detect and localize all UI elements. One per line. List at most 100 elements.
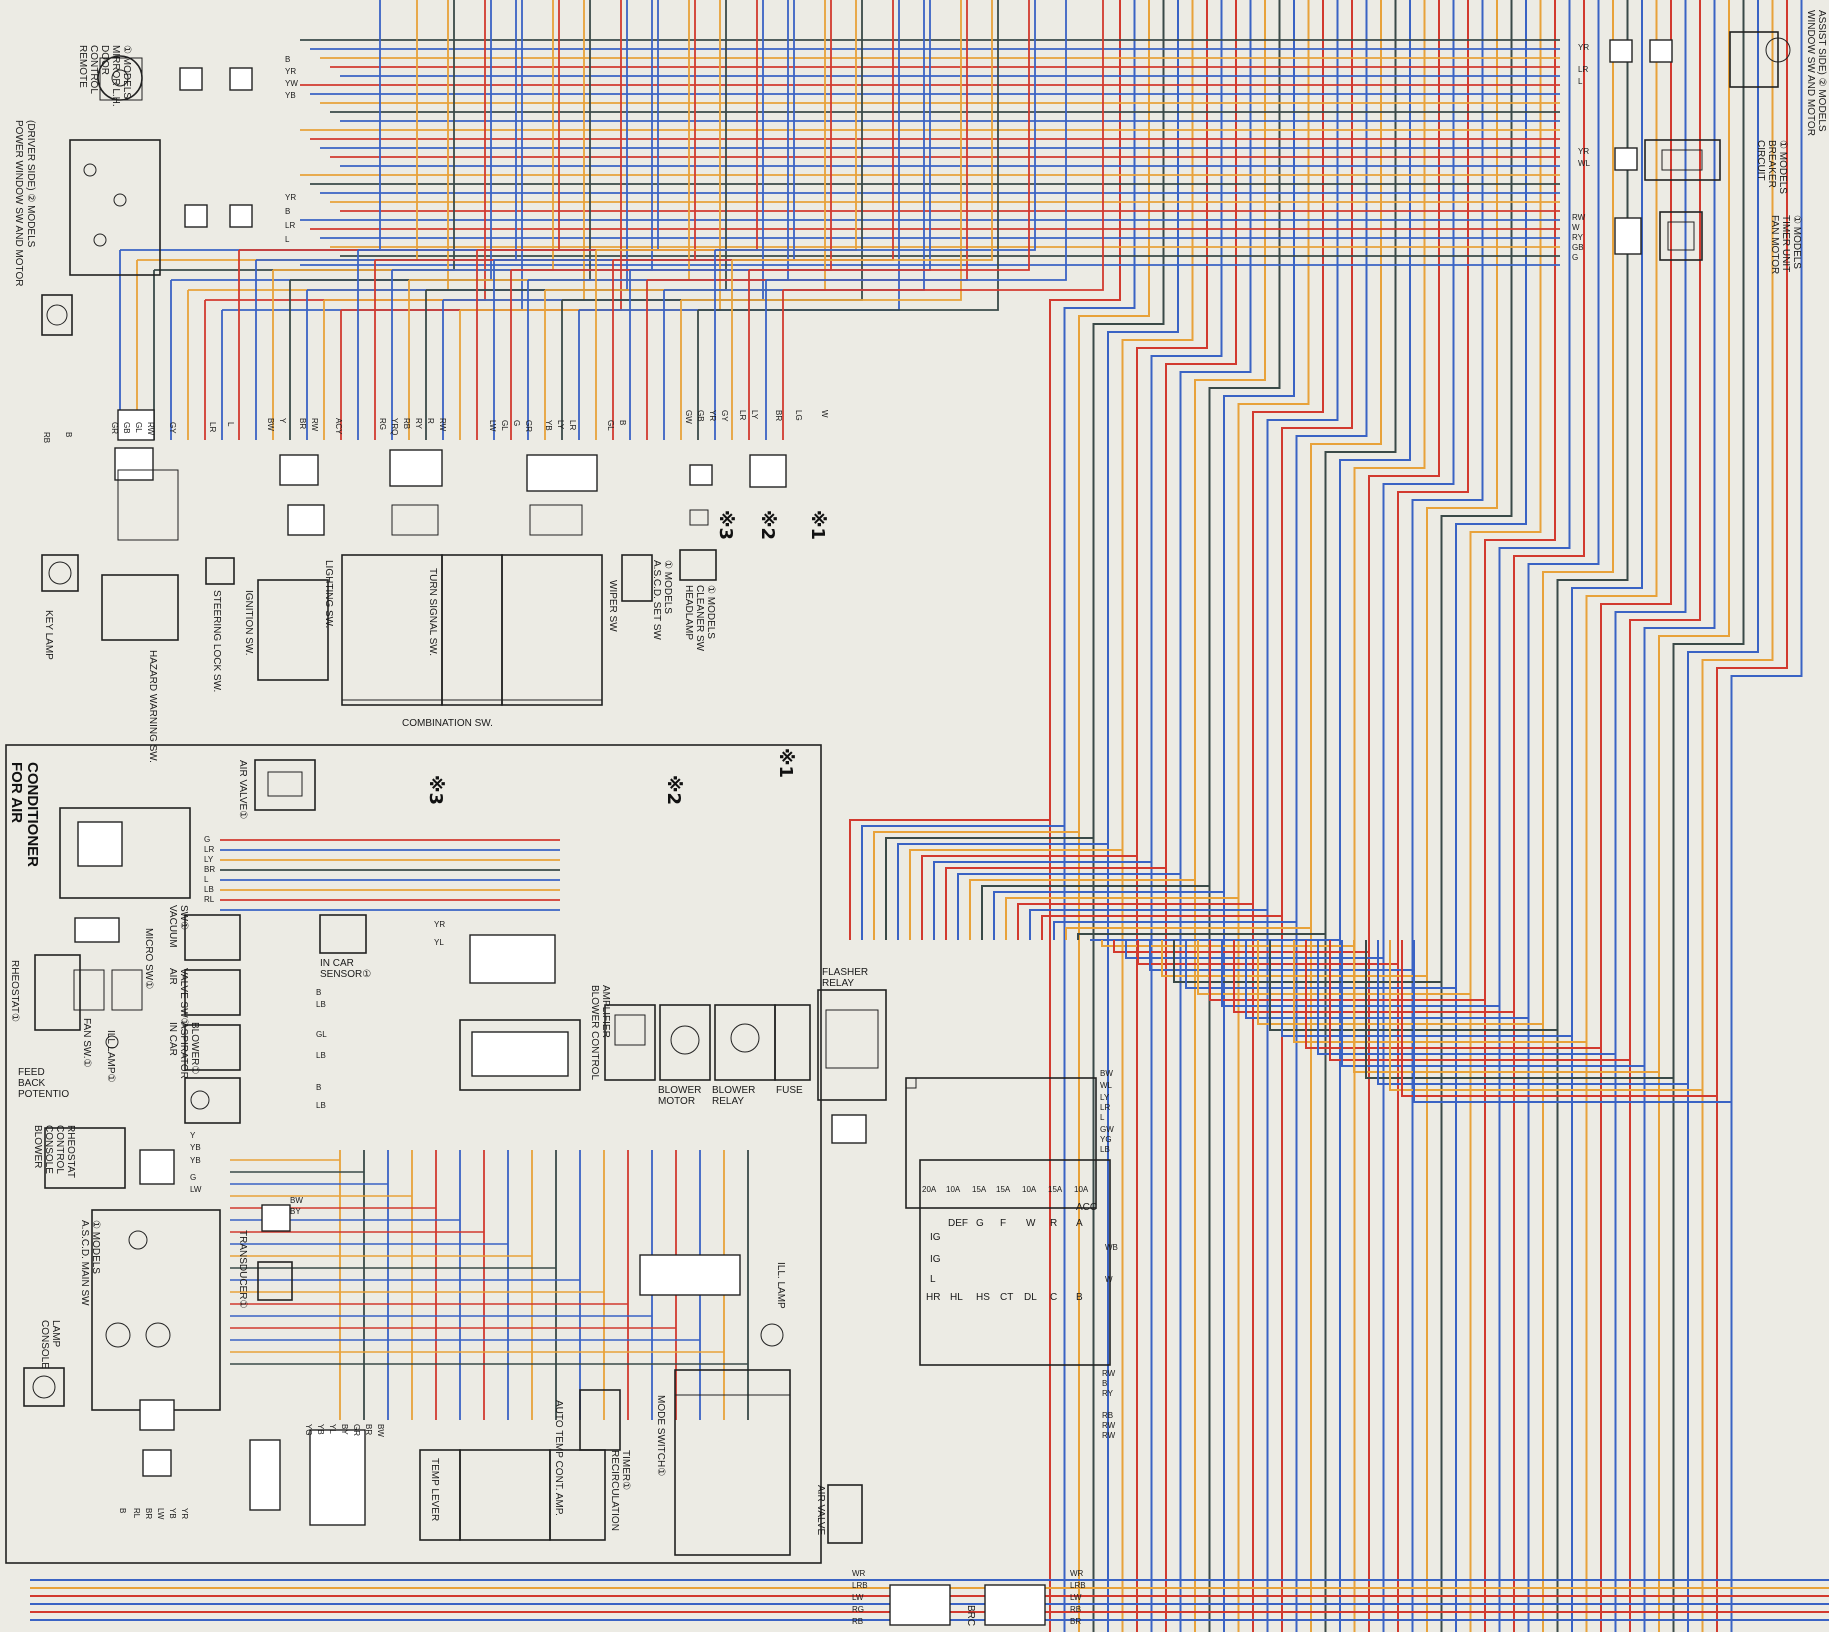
light-wire-code: R <box>426 418 435 424</box>
fuse-rating: 15A <box>996 1185 1011 1194</box>
transducer-wire-code: BY <box>290 1207 301 1216</box>
steering-lock-group: STEERING LOCK SW. LR L <box>205 422 235 692</box>
svg-text:LAMP: LAMP <box>50 1320 61 1348</box>
svg-text:VALVE SW①: VALVE SW① <box>178 968 189 1027</box>
key-wire-code: GB <box>122 422 131 434</box>
wire <box>1281 0 1643 1632</box>
wire <box>1005 0 1310 1632</box>
fuse-terminal-bottom: HS <box>976 1292 990 1303</box>
fuse-bottom-wire: B <box>1102 1379 1107 1388</box>
turn-signal-sw-label: TURN SIGNAL SW. <box>427 568 438 656</box>
svg-text:AIR VALVE: AIR VALVE <box>815 1485 826 1536</box>
svg-text:IN CAR: IN CAR <box>167 1022 178 1056</box>
hazard-switch-group: HAZARD WARNING SW. GR GB GL RW GY <box>101 409 179 763</box>
fuse-terminal-top: ACC <box>1076 1202 1097 1213</box>
wire <box>562 0 863 301</box>
air-valve-top-group: AIR VALVE① ※3 ※2 ※1 <box>237 748 796 819</box>
in-car-aspirator-label: IN CAR ASPIRATOR BLOWER① <box>167 1022 200 1079</box>
brc-label: BRC <box>965 1605 976 1626</box>
temp-amp-group: TEMP LEVER AUTO TEMP CONT. AMP. YG YB YL… <box>249 1400 606 1541</box>
ignition-switch-group: IGNITION SW. BW Y BR RW <box>243 418 329 681</box>
fuse-bottom-wire: RW <box>1102 1369 1116 1378</box>
fuse-terminal-top: DEF <box>948 1218 968 1229</box>
wire <box>969 0 1266 1632</box>
fuse-left-wire: YG <box>1100 1135 1112 1144</box>
svg-text:RHEOSTAT: RHEOSTAT <box>65 1125 76 1178</box>
head-wire-code: BR <box>774 410 783 421</box>
turn-wire-code: YB <box>544 420 553 431</box>
blower-wire-code: LB <box>316 1101 326 1110</box>
blower-console-label: BLOWER CONSOLE CONTROL RHEOSTAT <box>32 1125 76 1178</box>
fuse-terminal-side: L <box>930 1274 936 1285</box>
svg-text:LIGHTING SW.: LIGHTING SW. <box>323 560 334 628</box>
wire <box>1017 0 1324 1632</box>
note-mark-3: ※3 <box>715 510 736 540</box>
svg-text:ILL. LAMP: ILL. LAMP <box>775 1262 786 1309</box>
wire <box>897 0 1179 1632</box>
feed-back-group: FEED BACK POTENTIO BLOWER CONSOLE CONTRO… <box>18 1067 202 1194</box>
fuse-left-wire: GW <box>1100 1125 1114 1134</box>
ascd-wire-code: YB <box>168 1508 177 1519</box>
svg-text:TURN SIGNAL SW.: TURN SIGNAL SW. <box>427 568 438 656</box>
blower-motor-label: BLOWER <box>658 1085 701 1096</box>
ac-wire-code: L <box>204 875 209 884</box>
fuse-terminal-top: A <box>1076 1218 1083 1229</box>
svg-text:① MODELS: ① MODELS <box>705 585 716 639</box>
ascd-main-label: A.S.C.D. MAIN SW ① MODELS <box>79 1220 101 1306</box>
svg-text:TEMP LEVER: TEMP LEVER <box>429 1458 440 1521</box>
ign-wire-code: RW <box>310 418 319 432</box>
circuit-breaker-group: YR WL CIRCUIT BREAKER ① MODELS <box>1578 139 1788 194</box>
svg-text:SW①: SW① <box>178 905 189 930</box>
fuse-rating: 20A <box>922 1185 937 1194</box>
svg-text:CONSOLE: CONSOLE <box>39 1320 50 1369</box>
light-wire-code: RY <box>414 418 423 430</box>
svg-text:RHEOSTAT①: RHEOSTAT① <box>9 960 20 1022</box>
fuse-left-wire: LB <box>1100 1145 1110 1154</box>
remote-mirror-label: REMOTE CONTROL DOOR MIRROR L.H. ① MODELS <box>77 45 132 107</box>
ac-main-connector-group: G LR LY BR L LB RL <box>59 807 215 904</box>
ascd-wire-code: RL <box>132 1508 141 1519</box>
blower-wire-code: LB <box>316 1051 326 1060</box>
svg-text:CONTROL: CONTROL <box>88 45 99 94</box>
blower-wire-code: LB <box>316 1000 326 1009</box>
wire <box>885 0 1165 1632</box>
air-valve-top-label: AIR VALVE① <box>237 760 248 819</box>
wire <box>957 0 1252 1632</box>
hazard-sw-label: HAZARD WARNING SW. <box>147 650 158 763</box>
fuse-right-wire: WB <box>1105 1243 1118 1252</box>
wire <box>698 0 999 311</box>
svg-text:(DRIVER SIDE) ② MODELS: (DRIVER SIDE) ② MODELS <box>25 120 36 248</box>
in-car-sensor-label: SENSOR① <box>320 969 371 980</box>
fuse-terminal-side: IG <box>930 1254 941 1265</box>
svg-text:A.S.C.D. MAIN SW: A.S.C.D. MAIN SW <box>79 1220 90 1306</box>
wire <box>1317 0 1687 1632</box>
wire <box>1401 0 1788 1632</box>
ill-lamp-left-label: ILL LAMP① <box>105 1030 116 1083</box>
fuse-terminal-bottom: HL <box>950 1292 963 1303</box>
wire <box>921 0 1208 1632</box>
svg-text:MODE SWITCH①: MODE SWITCH① <box>655 1395 666 1476</box>
svg-text:WINDOW SW AND MOTOR: WINDOW SW AND MOTOR <box>1805 10 1816 136</box>
console-lamp-group: CONSOLE LAMP B RL BR LW YB YR <box>23 1320 189 1520</box>
svg-text:RECIRCULATION: RECIRCULATION <box>609 1450 620 1531</box>
turn-wire-code: LR <box>568 420 577 430</box>
ascd-wire-code: LW <box>156 1508 165 1520</box>
mirror-wire-code: YB <box>285 91 296 100</box>
light-wire-code: ACY <box>334 418 343 435</box>
wire <box>1341 0 1716 1632</box>
svg-text:HEADLAMP: HEADLAMP <box>683 585 694 640</box>
head-wire-code: YR <box>708 410 717 421</box>
fuse-left-wire: LR <box>1100 1103 1110 1112</box>
air-valve-bottom-group: AIR VALVE <box>815 1484 863 1544</box>
rheo-wire-code: G <box>190 1173 196 1182</box>
pw-wire-code: L <box>285 235 290 244</box>
wire <box>783 0 1104 291</box>
svg-text:① MODELS: ① MODELS <box>1791 215 1802 269</box>
wire <box>981 0 1281 1632</box>
bottom-right-wire: RB <box>1070 1605 1081 1614</box>
in-car-aspirator-group: IN CAR ASPIRATOR BLOWER① <box>167 1022 241 1124</box>
head-wire-code: LR <box>738 410 747 420</box>
fuse-terminal-top: F <box>1000 1218 1006 1229</box>
blower-relay-label: RELAY <box>712 1096 744 1107</box>
